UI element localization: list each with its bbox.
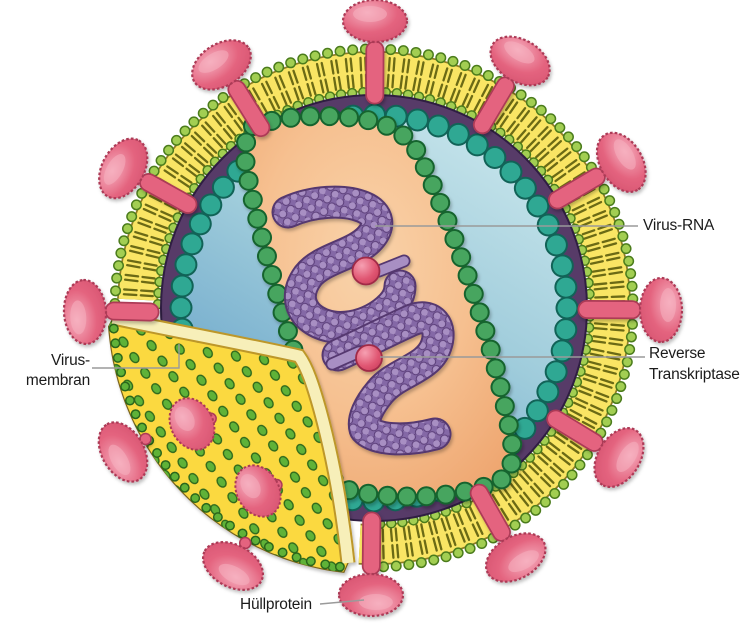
huellprotein-spike [201, 541, 265, 591]
huellprotein-label: Hüllprotein [240, 596, 312, 613]
embedded-huellprotein [234, 464, 283, 518]
huellprotein-spike [62, 278, 108, 346]
huellprotein-spike [98, 137, 149, 200]
peeled-membrane-flap [107, 310, 356, 573]
huellprotein-spike [638, 276, 684, 344]
virus-rna-label: Virus-RNA [643, 217, 715, 234]
huellprotein-spike [595, 131, 647, 193]
huellprotein-spike [593, 427, 645, 489]
leader-line [319, 599, 365, 605]
reverse-transcriptase-sphere [355, 344, 383, 372]
envelope-spike-proteins [62, 0, 684, 618]
rna-and-reverse-transcriptase [271, 185, 455, 456]
huellprotein-spike [484, 532, 547, 583]
huellprotein-spike [341, 0, 409, 44]
virus-membran-label: Virus-membran [25, 352, 90, 389]
reverse-transkriptase-label: Reverse Transkriptase [649, 345, 740, 383]
leader-line [92, 344, 180, 369]
leader-lines [92, 225, 645, 605]
embedded-huellprotein [168, 397, 217, 451]
huellprotein-spike [191, 39, 252, 91]
reverse-transcriptase-sphere [351, 256, 381, 286]
huellprotein-spike [337, 572, 405, 618]
huellprotein-spike [97, 421, 149, 483]
